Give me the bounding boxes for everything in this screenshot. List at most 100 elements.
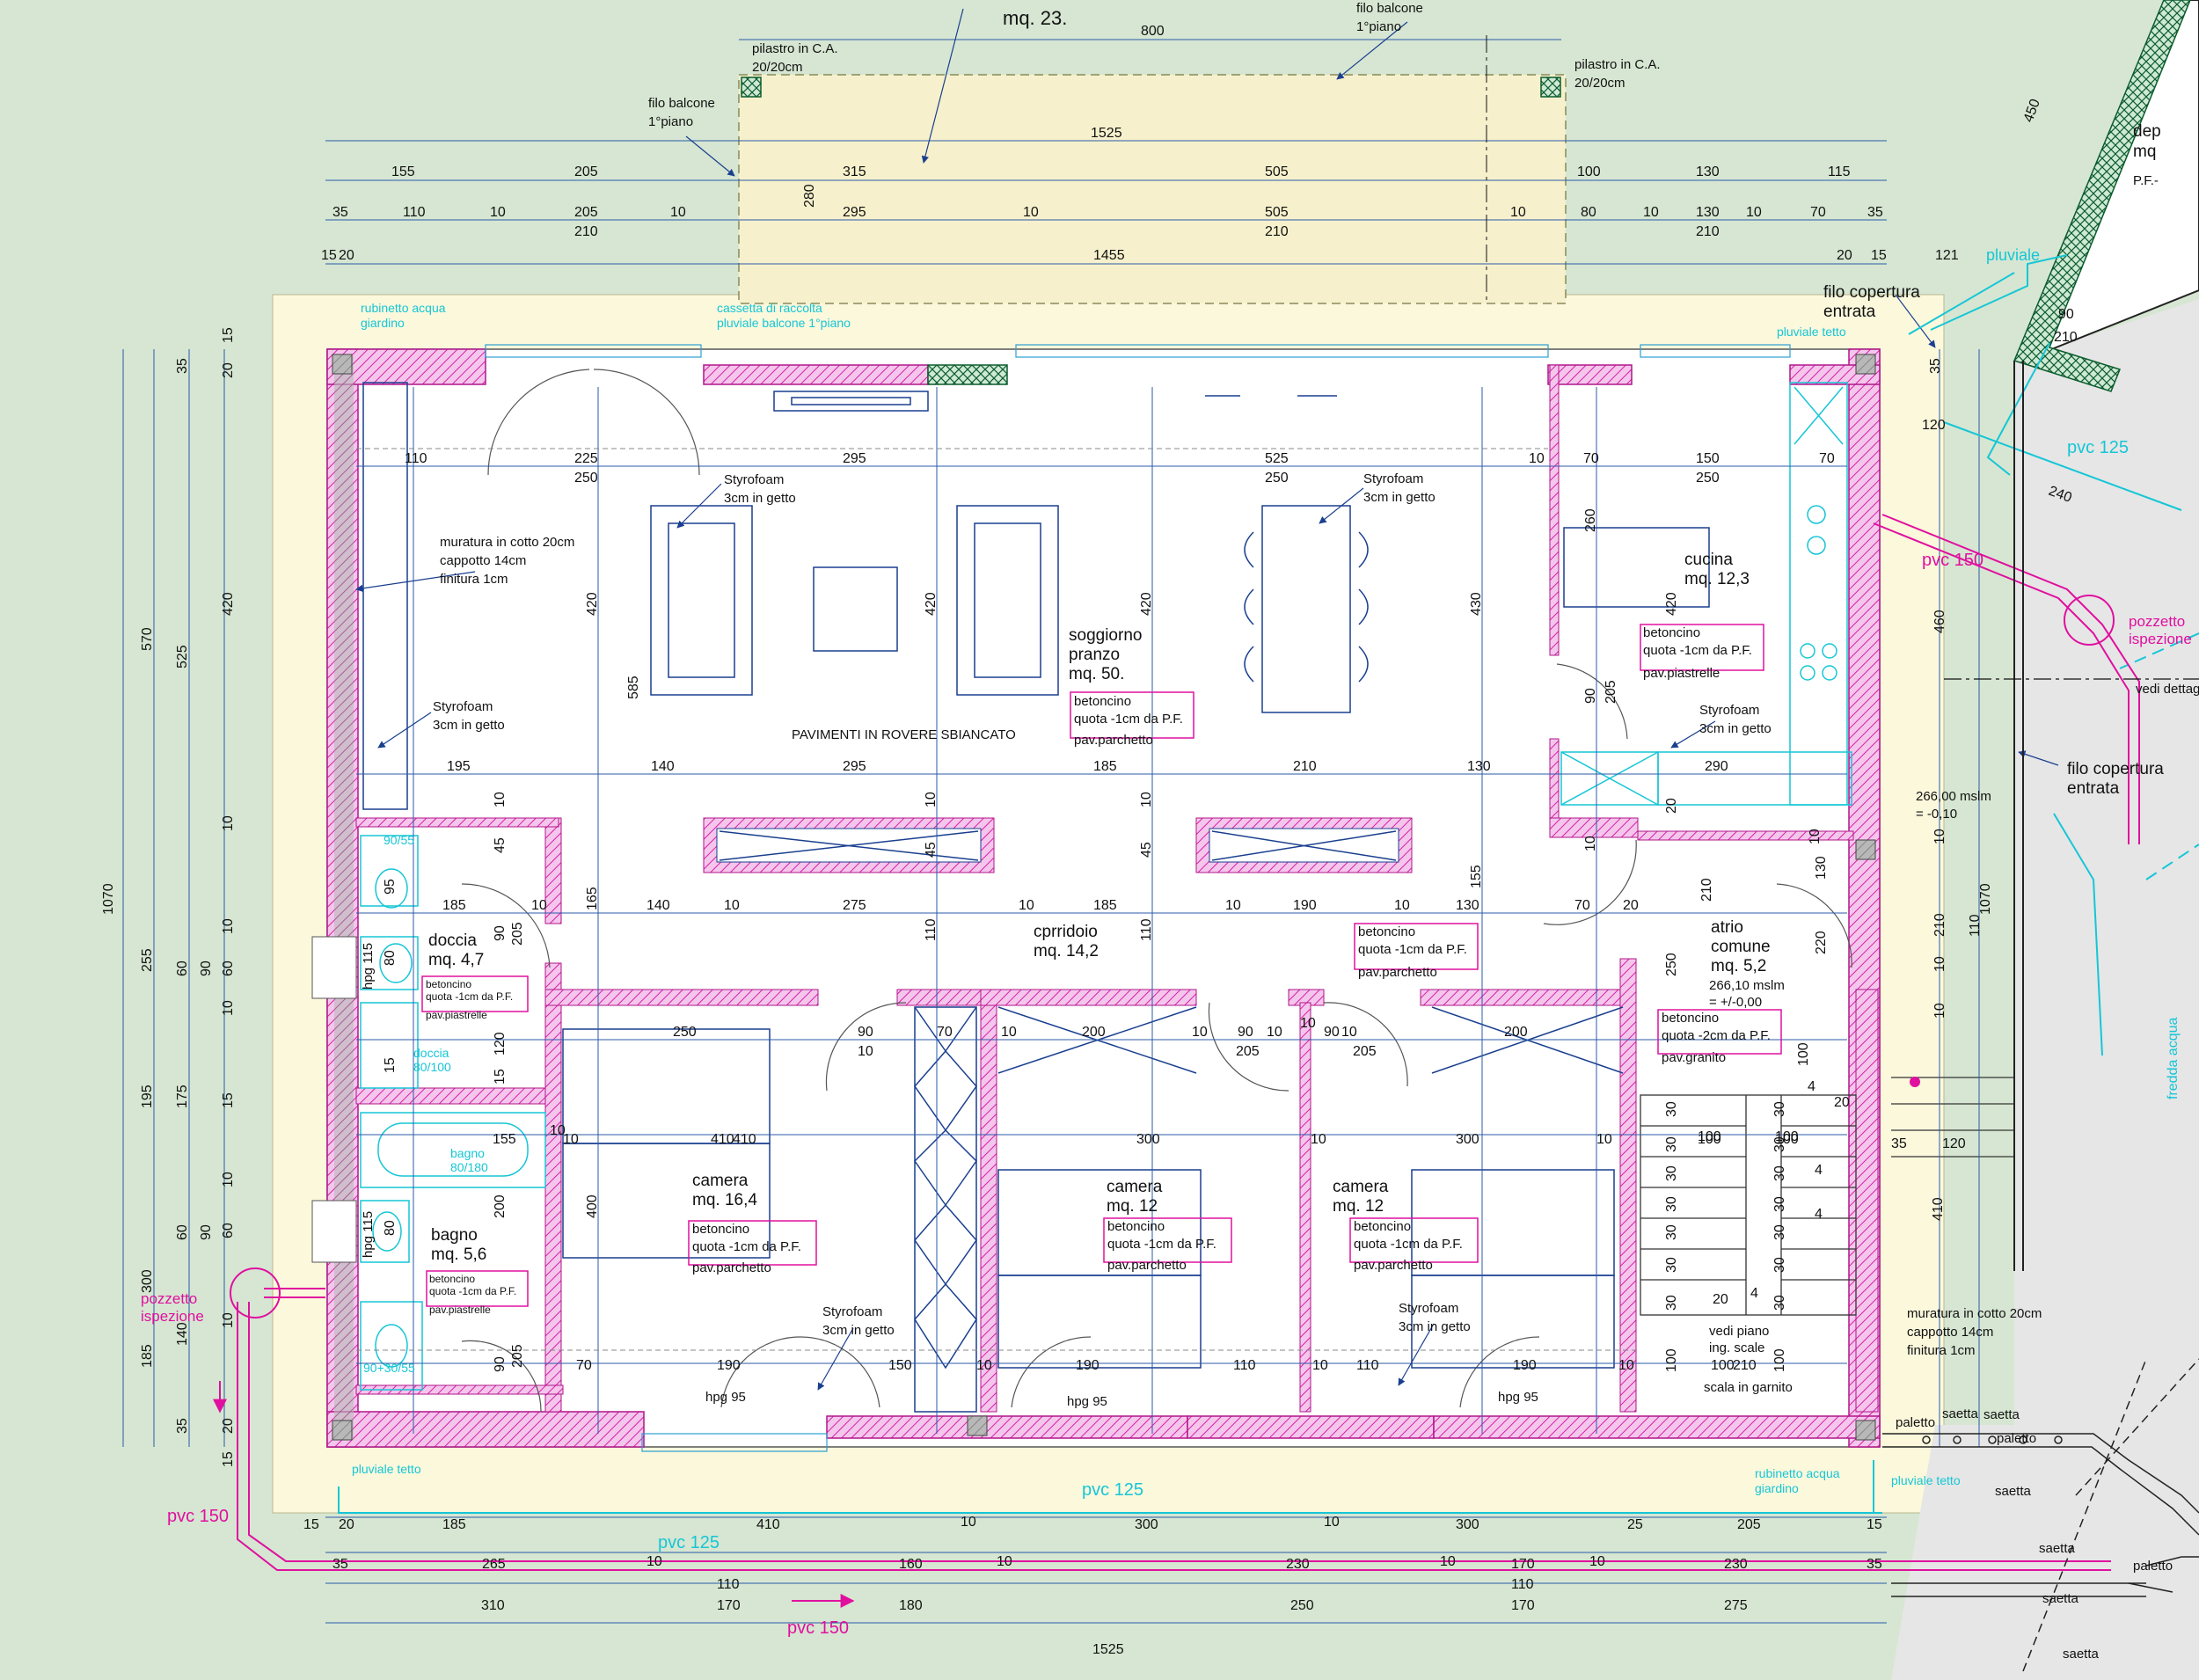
svg-text:Styrofoam: Styrofoam bbox=[1699, 703, 1759, 718]
svg-text:45: 45 bbox=[493, 837, 508, 853]
svg-text:275: 275 bbox=[1724, 1598, 1748, 1613]
note-styrofoam-1: Styrofoam 3cm in getto bbox=[724, 472, 796, 506]
svg-text:vedi piano: vedi piano bbox=[1709, 1324, 1769, 1339]
svg-text:soggiorno: soggiorno bbox=[1069, 626, 1142, 645]
svg-text:100: 100 bbox=[1698, 1129, 1721, 1144]
note-camera-3: betoncino quota -1cm da P.F. pav.parchet… bbox=[1354, 1219, 1463, 1273]
svg-text:140: 140 bbox=[175, 1322, 190, 1346]
svg-text:250: 250 bbox=[1696, 471, 1720, 486]
svg-text:130: 130 bbox=[1456, 898, 1479, 913]
svg-text:35: 35 bbox=[1891, 1136, 1907, 1151]
svg-text:10: 10 bbox=[1808, 829, 1823, 844]
svg-text:205: 205 bbox=[510, 922, 525, 946]
site-labels: saetta paletto saetta paletto saetta sae… bbox=[1896, 1406, 2173, 1662]
svg-text:dep: dep bbox=[2133, 122, 2161, 141]
svg-text:35: 35 bbox=[332, 205, 348, 220]
svg-text:mq. 14,2: mq. 14,2 bbox=[1034, 942, 1099, 961]
svg-text:1525: 1525 bbox=[1092, 1642, 1124, 1657]
svg-text:35: 35 bbox=[1928, 358, 1943, 374]
svg-text:10: 10 bbox=[1300, 1016, 1316, 1031]
marker-dot bbox=[1910, 1077, 1920, 1087]
svg-text:20: 20 bbox=[1713, 1292, 1728, 1307]
room-labels: mq. 23. soggiorno pranzo mq. 50. cucina … bbox=[428, 7, 2161, 1264]
svg-text:pav.parchetto: pav.parchetto bbox=[1358, 965, 1437, 980]
svg-text:paletto: paletto bbox=[2133, 1559, 2173, 1574]
svg-text:60: 60 bbox=[221, 1223, 236, 1238]
svg-text:15: 15 bbox=[221, 327, 236, 343]
note-atrio: betoncino quota -2cm da P.F. pav.granito bbox=[1662, 1011, 1771, 1065]
svg-text:30: 30 bbox=[1772, 1165, 1787, 1181]
svg-text:90: 90 bbox=[199, 961, 214, 976]
svg-text:Styrofoam: Styrofoam bbox=[1363, 471, 1423, 486]
svg-text:rubinetto acqua: rubinetto acqua bbox=[1755, 1466, 1840, 1480]
svg-text:10: 10 bbox=[1324, 1515, 1340, 1530]
room-doccia: doccia mq. 4,7 bbox=[428, 931, 484, 969]
svg-text:10: 10 bbox=[1023, 205, 1039, 220]
svg-text:filo copertura: filo copertura bbox=[1823, 283, 1920, 302]
label-pozzetto-right: pozzetto ispezione bbox=[2129, 613, 2192, 647]
svg-text:betoncino: betoncino bbox=[692, 1222, 749, 1237]
svg-text:quota -1cm da P.F.: quota -1cm da P.F. bbox=[692, 1239, 801, 1254]
svg-text:95: 95 bbox=[383, 879, 398, 895]
svg-text:295: 295 bbox=[843, 759, 866, 774]
svg-text:cprridoio: cprridoio bbox=[1034, 923, 1098, 941]
svg-text:pav.granito: pav.granito bbox=[1662, 1050, 1726, 1065]
pillars bbox=[332, 77, 1876, 1441]
svg-text:35: 35 bbox=[175, 358, 190, 374]
svg-text:quota -1cm da P.F.: quota -1cm da P.F. bbox=[429, 1285, 516, 1297]
floor-notes: PAVIMENTI IN ROVERE SBIANCATO betoncino … bbox=[426, 625, 1771, 1316]
room-cucina: cucina mq. 12,3 bbox=[1684, 551, 1750, 588]
svg-text:190: 190 bbox=[1076, 1358, 1100, 1373]
svg-text:20/20cm: 20/20cm bbox=[1574, 76, 1626, 91]
interior-walls bbox=[311, 364, 1879, 1413]
svg-text:10: 10 bbox=[1643, 205, 1659, 220]
svg-text:505: 505 bbox=[1265, 164, 1289, 179]
svg-text:110: 110 bbox=[1511, 1577, 1534, 1592]
svg-text:300: 300 bbox=[140, 1269, 155, 1293]
svg-text:110: 110 bbox=[405, 451, 427, 466]
svg-text:20: 20 bbox=[339, 1517, 354, 1532]
svg-text:250: 250 bbox=[1664, 953, 1679, 976]
svg-text:250: 250 bbox=[1265, 471, 1289, 486]
svg-text:10: 10 bbox=[1746, 205, 1762, 220]
svg-text:betoncino: betoncino bbox=[1358, 924, 1415, 939]
room-atrio: atrio comune mq. 5,2 bbox=[1711, 918, 1771, 975]
svg-text:10: 10 bbox=[1583, 836, 1598, 851]
svg-text:mq. 50.: mq. 50. bbox=[1069, 665, 1124, 683]
svg-text:20: 20 bbox=[1623, 898, 1639, 913]
svg-text:cucina: cucina bbox=[1684, 551, 1733, 569]
svg-text:130: 130 bbox=[1467, 759, 1491, 774]
svg-text:266,00 mslm: 266,00 mslm bbox=[1916, 789, 1991, 804]
label-pvc125-2: pvc 125 bbox=[1082, 1480, 1143, 1500]
svg-text:90: 90 bbox=[199, 1224, 214, 1240]
dimension-numbers: 800 1525 1455 280 155 205 315 505 100 13… bbox=[101, 24, 2078, 1657]
label-pluviale-tetto-3: pluviale tetto bbox=[1891, 1473, 1961, 1487]
svg-text:filo copertura: filo copertura bbox=[2067, 760, 2164, 778]
svg-text:90: 90 bbox=[858, 1025, 873, 1040]
svg-text:120: 120 bbox=[1942, 1136, 1966, 1151]
svg-text:10: 10 bbox=[1312, 1358, 1328, 1373]
svg-text:300: 300 bbox=[1456, 1132, 1479, 1147]
svg-text:20: 20 bbox=[221, 362, 236, 378]
svg-text:110: 110 bbox=[403, 205, 426, 220]
svg-text:quota -1cm da P.F.: quota -1cm da P.F. bbox=[1643, 643, 1752, 658]
svg-text:20: 20 bbox=[221, 1418, 236, 1434]
svg-text:10: 10 bbox=[997, 1554, 1012, 1569]
svg-text:betoncino: betoncino bbox=[1643, 625, 1700, 640]
svg-text:185: 185 bbox=[442, 898, 466, 913]
svg-text:muratura in cotto 20cm: muratura in cotto 20cm bbox=[440, 535, 574, 550]
note-bagno: betoncino quota -1cm da P.F. pav.piastre… bbox=[429, 1273, 516, 1316]
svg-text:20: 20 bbox=[1664, 798, 1679, 814]
svg-text:410: 410 bbox=[1931, 1197, 1946, 1221]
svg-text:rubinetto acqua: rubinetto acqua bbox=[361, 301, 446, 315]
svg-text:80/180: 80/180 bbox=[450, 1160, 488, 1174]
svg-text:10: 10 bbox=[1589, 1554, 1605, 1569]
svg-text:30: 30 bbox=[1772, 1295, 1787, 1311]
svg-text:310: 310 bbox=[481, 1598, 505, 1613]
cyan-pipes bbox=[338, 254, 2199, 1514]
svg-text:Styrofoam: Styrofoam bbox=[1399, 1301, 1458, 1316]
svg-text:15: 15 bbox=[1871, 248, 1887, 263]
svg-text:10: 10 bbox=[647, 1554, 662, 1569]
svg-text:muratura in cotto 20cm: muratura in cotto 20cm bbox=[1907, 1306, 2042, 1321]
svg-text:205: 205 bbox=[1737, 1517, 1761, 1532]
